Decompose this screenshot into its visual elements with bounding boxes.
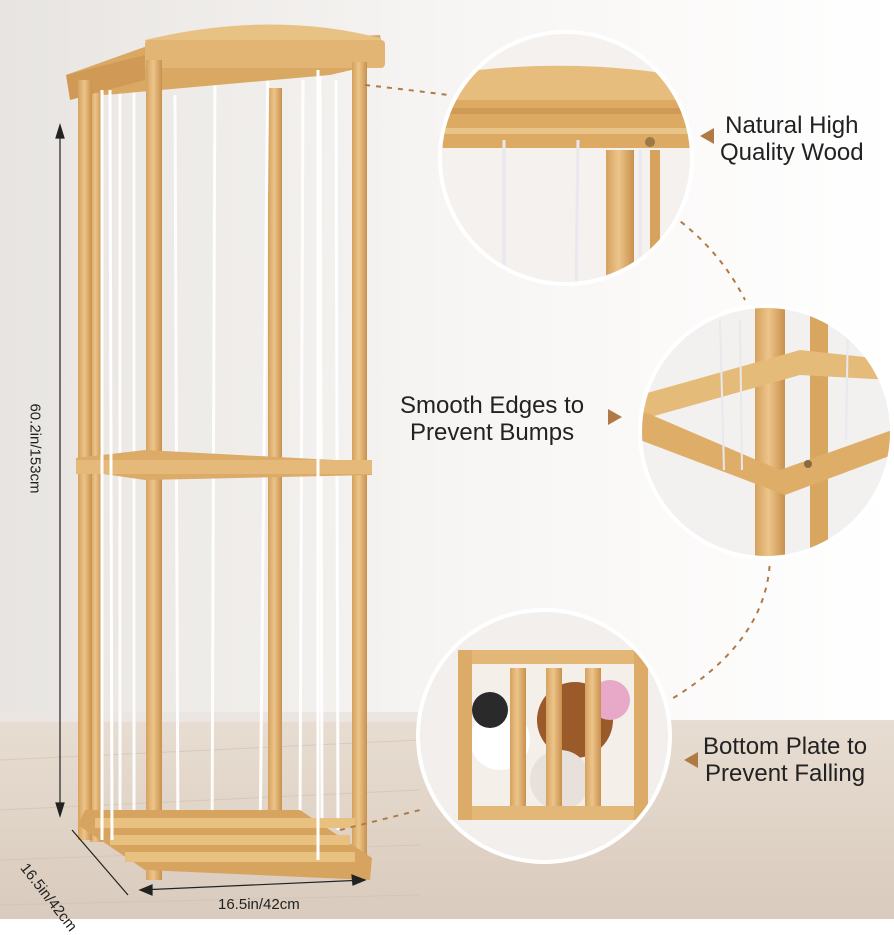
callout-line: Smooth Edges to [400, 392, 585, 419]
callout-line: Prevent Falling [705, 760, 866, 787]
storage-tower [66, 24, 385, 880]
callout-line: Quality Wood [720, 139, 864, 166]
callout-line: Natural High [725, 112, 859, 139]
arrow-right-icon [608, 409, 622, 425]
baseboard [0, 712, 420, 722]
zoom-circle-wood [440, 32, 692, 284]
arrow-left-icon [700, 128, 714, 144]
callout-line: Bottom Plate to [703, 733, 868, 760]
callout-natural-wood: Natural High Quality Wood [720, 112, 864, 166]
arrow-left-icon [684, 752, 698, 768]
zoom-circle-bottom [418, 610, 670, 862]
callout-smooth-edges: Smooth Edges to Prevent Bumps [400, 392, 584, 446]
dimension-lines [55, 122, 367, 896]
height-dimension-label: 60.2in/153cm [26, 403, 44, 494]
dashed-connectors [339, 84, 771, 831]
callout-bottom-plate: Bottom Plate to Prevent Falling [703, 733, 867, 787]
width-dimension-label: 16.5in/42cm [218, 896, 300, 913]
zoom-circle-edges [640, 306, 892, 558]
callout-line: Prevent Bumps [410, 419, 575, 446]
